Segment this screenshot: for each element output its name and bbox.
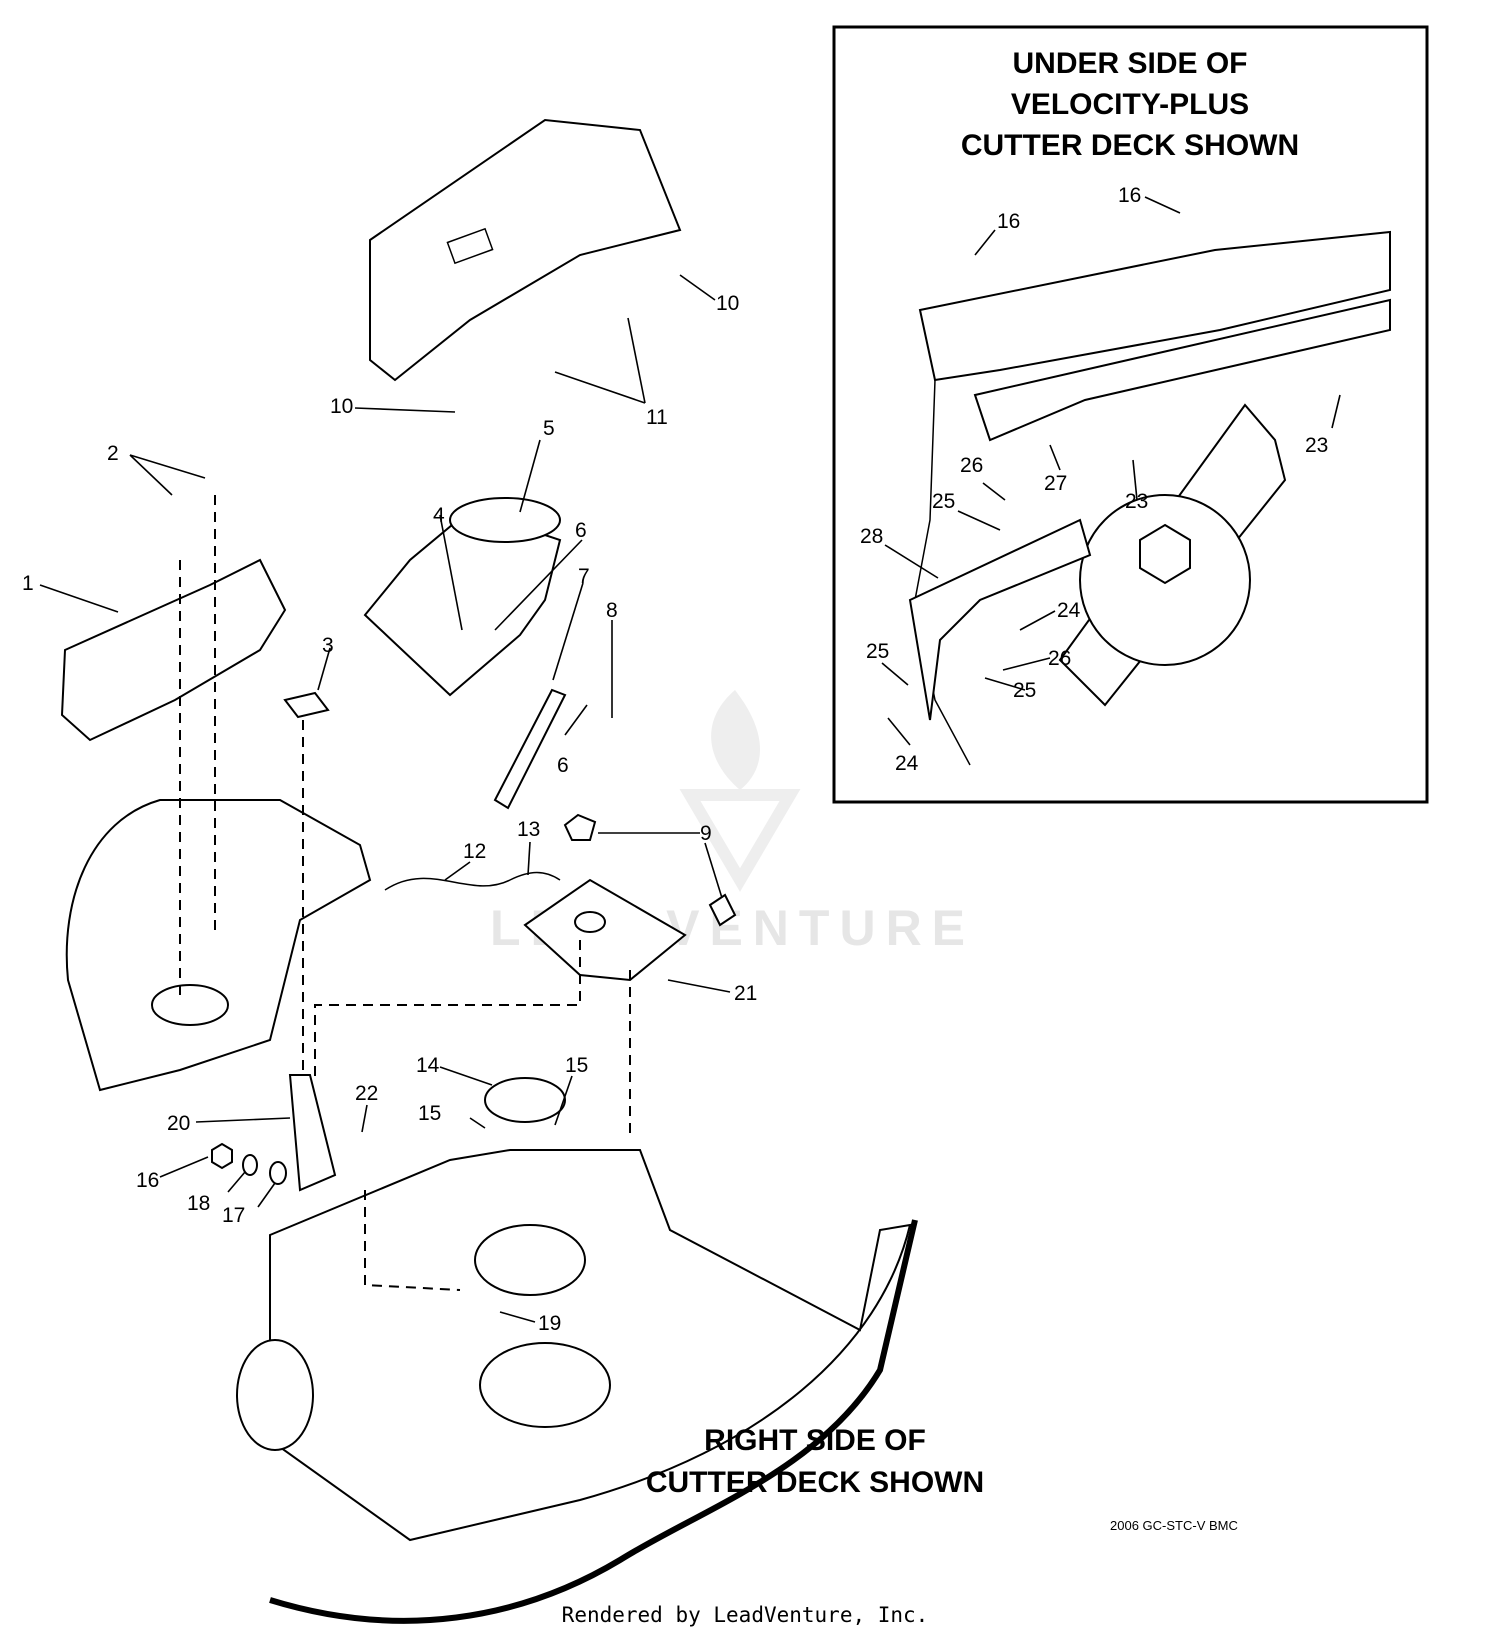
pulley-left-drawing [151, 984, 229, 1026]
callout-13: 13 [517, 818, 540, 841]
callout-6-lower: 6 [557, 754, 569, 777]
callout-15-right: 15 [565, 1054, 588, 1077]
callout-20: 20 [167, 1112, 190, 1135]
callout-9: 9 [700, 822, 712, 845]
gauge-wheel-drawing [236, 1339, 314, 1451]
callout-inset-23-right: 23 [1305, 434, 1328, 457]
callout-2: 2 [107, 442, 119, 465]
watermark-v-icon [679, 789, 801, 892]
cutaway-boundary-curve [269, 1219, 918, 1624]
callout-inset-26-lower: 26 [1048, 647, 1071, 670]
bagger-chute-drawing [369, 118, 682, 382]
lockwasher-18-drawing [242, 1154, 258, 1176]
callout-inset-28: 28 [860, 525, 883, 548]
drawing-code: 2006 GC-STC-V BMC [1110, 1518, 1238, 1533]
callout-3: 3 [322, 634, 334, 657]
callout-22: 22 [355, 1082, 378, 1105]
callout-21: 21 [734, 982, 757, 1005]
inset-underside-view: UNDER SIDE OF VELOCITY-PLUS CUTTER DECK … [832, 25, 1429, 804]
deck-channel-drawing [918, 230, 1391, 382]
callout-inset-16-right: 16 [1118, 184, 1141, 207]
link-arm-7-drawing [493, 688, 567, 810]
callout-inset-16-left: 16 [997, 210, 1020, 233]
callout-17: 17 [222, 1204, 245, 1227]
footer-credit: Rendered by LeadVenture, Inc. [562, 1603, 929, 1627]
main-deck-drawing [269, 1149, 912, 1542]
callout-10-left: 10 [330, 395, 353, 418]
callout-inset-25-left: 25 [866, 640, 889, 663]
assembly-line-4 [314, 940, 581, 1080]
callout-inset-25-upper: 25 [932, 490, 955, 513]
inset-heading-line-2: VELOCITY-PLUS [1011, 88, 1249, 121]
deck-housing-left-drawing [65, 799, 372, 1092]
leader-lines [39, 196, 1341, 1323]
main-heading-line-2: CUTTER DECK SHOWN [646, 1466, 984, 1499]
main-heading-line-1: RIGHT SIDE OF [704, 1424, 926, 1457]
callout-1: 1 [22, 572, 34, 595]
callout-10-right: 10 [716, 292, 739, 315]
inset-heading-line-3: CUTTER DECK SHOWN [961, 129, 1299, 162]
bracket-28-drawing [908, 518, 1092, 721]
watermark-flame-icon [711, 690, 760, 790]
assembly-line-6 [364, 1190, 461, 1291]
pulley-14-drawing [484, 1077, 566, 1123]
inset-heading-line-1: UNDER SIDE OF [1012, 47, 1247, 80]
chute-cover-1-drawing [60, 558, 287, 742]
washer-17-drawing [269, 1161, 287, 1185]
bracket-20-drawing [288, 1074, 337, 1192]
deck-side-edge [914, 379, 971, 766]
knob-9-side-drawing [708, 893, 737, 927]
callout-11: 11 [646, 406, 668, 429]
callout-inset-27: 27 [1044, 472, 1067, 495]
mount-plate-hole [574, 911, 606, 933]
chute-decal-drawing [446, 227, 494, 265]
callout-14: 14 [416, 1054, 440, 1077]
callout-inset-24-upper: 24 [1057, 599, 1081, 622]
main-exploded-view [60, 118, 918, 1624]
knob-9-top-drawing [563, 813, 597, 841]
callout-inset-23-left: 23 [1125, 490, 1148, 513]
callout-4: 4 [433, 504, 445, 527]
callout-18: 18 [187, 1192, 210, 1215]
callout-19: 19 [538, 1312, 561, 1335]
callout-12: 12 [463, 840, 486, 863]
callout-5: 5 [543, 417, 555, 440]
spindle-nut-drawing [1139, 523, 1191, 585]
adapter-opening-drawing [449, 497, 561, 543]
callouts-main: 1 2 3 4 5 6 6 7 8 9 10 10 11 12 13 14 15… [22, 292, 757, 1335]
callout-inset-24-lower: 24 [895, 752, 919, 775]
callout-15-left: 15 [418, 1102, 441, 1125]
callout-inset-25-lower: 25 [1013, 679, 1036, 702]
callout-6-upper: 6 [575, 519, 587, 542]
callout-8: 8 [606, 599, 618, 622]
nut-16-drawing [211, 1142, 233, 1170]
idler-pulley-drawing [479, 1342, 611, 1428]
baffle-27-drawing [973, 298, 1391, 442]
clip-3-drawing [283, 691, 330, 719]
callout-16: 16 [136, 1169, 159, 1192]
callout-7: 7 [578, 565, 590, 588]
mount-plate-21-drawing [523, 878, 687, 982]
cable-12-13-drawing [384, 871, 561, 891]
inset-frame [832, 25, 1429, 804]
deck-pulley-drawing [474, 1224, 586, 1296]
callout-inset-26-upper: 26 [960, 454, 983, 477]
callouts-inset: 16 16 23 23 24 24 25 25 25 26 26 27 28 [860, 184, 1328, 775]
